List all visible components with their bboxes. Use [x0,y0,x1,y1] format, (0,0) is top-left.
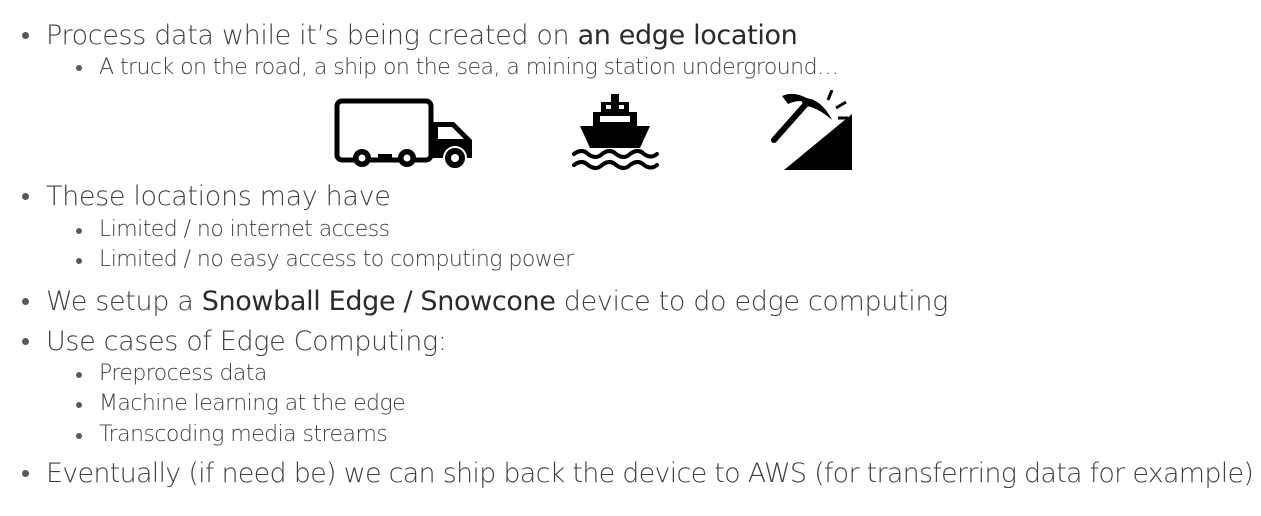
bullet-dot [22,193,29,200]
sub-bullet-dot [76,402,82,408]
mining-pickaxe-icon [771,90,852,170]
bullet-4-sub-2: Machine learning at the edge [99,391,406,416]
bullet-2-sub-1: Limited / no internet access [99,217,390,242]
bullet-2-sub-2: Limited / no easy access to computing po… [99,247,574,272]
bullet-1-text: Process data while it’s being created on… [46,20,798,51]
sub-bullet-dot [76,372,82,378]
bullet-1-text-plain: Process data while it’s being created on [46,20,578,51]
sub-bullet-dot [76,228,82,234]
bullet-2-text: These locations may have [46,181,391,212]
ship-icon [572,94,659,170]
bullet-3-text: We setup a Snowball Edge / Snowcone devi… [46,288,948,315]
bullet-dot [22,470,29,477]
bullet-3-text-tail: device to do edge computing [555,286,949,317]
sub-bullet-dot [76,65,82,71]
sub-bullet-dot [76,433,82,439]
bullet-dot [22,32,29,39]
bullet-3-text-emphasis: Snowball Edge / Snowcone [201,286,556,317]
bullet-3-text-plain: We setup a [46,286,202,317]
bullet-dot [22,338,29,345]
truck-icon [334,98,472,170]
bullet-5-text: Eventually (if need be) we can ship back… [46,458,1254,489]
bullet-dot [22,298,29,305]
bullet-1-sub-1: A truck on the road, a ship on the sea, … [99,55,839,80]
bullet-4-sub-1: Preprocess data [99,361,267,386]
bullet-4-text: Use cases of Edge Computing: [46,326,447,357]
bullet-1-text-emphasis: an edge location [577,20,798,51]
sub-bullet-dot [76,258,82,264]
bullet-4-sub-3: Transcoding media streams [99,422,388,447]
